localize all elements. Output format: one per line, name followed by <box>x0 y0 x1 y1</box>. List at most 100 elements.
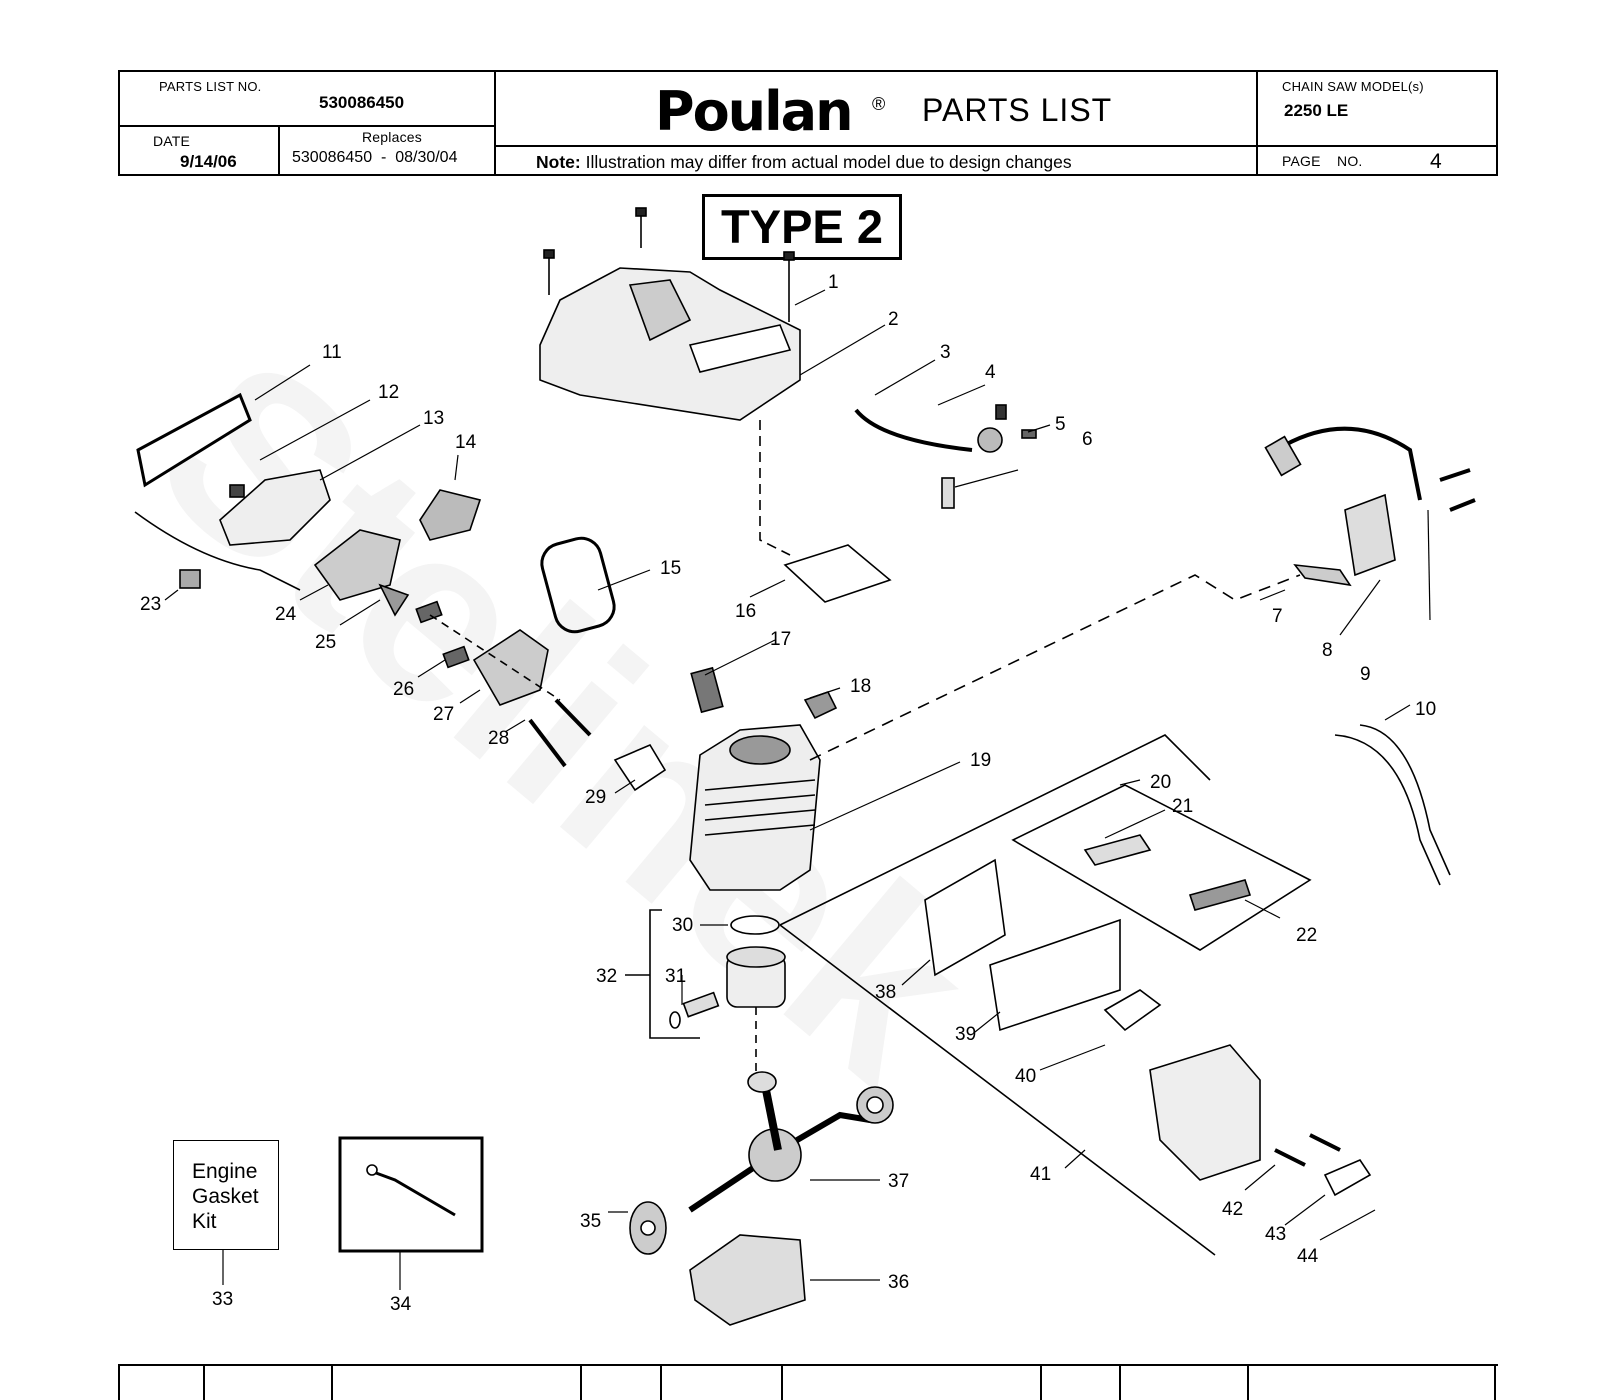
header-table <box>118 70 1498 176</box>
carburetor-icon <box>313 529 401 601</box>
callout-21: 21 <box>1172 796 1193 817</box>
brand-logo: Poulan <box>655 80 854 143</box>
bolt-icon <box>1274 1148 1306 1167</box>
callout-17: 17 <box>770 629 791 650</box>
callout-19: 19 <box>970 750 991 771</box>
intake-adapter-icon <box>472 629 549 706</box>
callout-11: 11 <box>322 342 342 363</box>
page-number: 4 <box>1430 150 1442 173</box>
screw-icon <box>442 645 470 669</box>
cylinder-icon <box>689 724 821 891</box>
ground-plate-icon <box>1293 563 1352 587</box>
callout-9: 9 <box>1360 664 1371 685</box>
leader-lines <box>164 289 1431 1290</box>
callout-43: 43 <box>1265 1224 1286 1245</box>
note-text: Illustration may differ from actual mode… <box>580 152 1072 172</box>
lock-plate-icon <box>1323 1159 1372 1197</box>
callout-14: 14 <box>455 432 477 453</box>
callout-24: 24 <box>275 604 297 625</box>
air-filter-icon <box>136 392 252 488</box>
wire-harness-icon <box>1334 724 1451 886</box>
registered-mark: ® <box>872 94 886 114</box>
gasket-icon <box>1103 989 1162 1032</box>
divider <box>494 72 496 176</box>
divider <box>278 126 280 176</box>
kit-label-line2: Gasket <box>192 1185 259 1208</box>
callout-39: 39 <box>955 1024 976 1045</box>
valve-icon <box>977 404 1007 453</box>
bolt-icon <box>528 718 567 768</box>
kit-label-line1: Engine <box>192 1160 258 1183</box>
replaces-label: Replaces <box>362 129 422 145</box>
callout-37: 37 <box>888 1171 909 1192</box>
screw-icon <box>1021 429 1037 439</box>
callout-8: 8 <box>1322 640 1333 661</box>
piston-icon <box>726 946 786 1008</box>
replaces-value: 530086450 - 08/30/04 <box>292 149 458 166</box>
muffler-icon <box>1149 1044 1261 1181</box>
callout-18: 18 <box>850 676 871 697</box>
cylinder-cover-icon <box>539 267 801 421</box>
parts-list-no-value: 530086450 <box>319 93 405 112</box>
crankcase-icon <box>689 1234 806 1326</box>
gasket-ring-icon <box>540 536 616 634</box>
callout-41: 41 <box>1030 1164 1051 1185</box>
date-value: 9/14/06 <box>180 152 237 171</box>
heat-shield-icon <box>989 918 1121 1032</box>
bolt-icon <box>1449 498 1476 512</box>
screw-icon <box>415 600 443 624</box>
tool-box <box>338 1136 484 1253</box>
callout-15: 15 <box>660 558 681 579</box>
spark-boot-icon <box>1264 435 1302 477</box>
fuel-filter-icon <box>941 477 955 509</box>
bolt-icon <box>1309 1133 1341 1152</box>
muffler-group-outline <box>779 734 1216 1256</box>
callout-26: 26 <box>393 679 414 700</box>
tool-icon <box>367 1168 456 1217</box>
callout-22: 22 <box>1296 925 1317 946</box>
bearing-icon <box>856 1086 894 1124</box>
spark-arrestor-box <box>1011 784 1312 951</box>
note: Note: Illustration may differ from actua… <box>536 152 1072 173</box>
callout-28: 28 <box>488 728 509 749</box>
callout-7: 7 <box>1272 606 1283 627</box>
date-label: DATE <box>153 133 191 149</box>
callout-30: 30 <box>672 915 693 936</box>
callout-23: 23 <box>140 594 161 615</box>
model-value: 2250 LE <box>1284 101 1349 120</box>
engine-gasket-kit-box: Engine Gasket Kit <box>173 1140 279 1250</box>
screen-icon <box>1188 879 1252 911</box>
callout-34: 34 <box>390 1294 412 1315</box>
fuel-line-icon <box>854 408 973 452</box>
callout-31: 31 <box>665 966 686 987</box>
intake-boot-icon <box>419 489 482 541</box>
divider <box>1256 72 1258 176</box>
callout-40: 40 <box>1015 1066 1036 1087</box>
decal-icon <box>783 544 892 603</box>
callout-13: 13 <box>423 408 444 429</box>
callout-35: 35 <box>580 1211 601 1232</box>
kit-label-line3: Kit <box>192 1210 217 1233</box>
piston-pin-icon <box>682 991 720 1018</box>
divider <box>494 145 1498 147</box>
callout-25: 25 <box>315 632 336 653</box>
callout-27: 27 <box>433 704 454 725</box>
callout-2: 2 <box>888 309 899 330</box>
model-label: CHAIN SAW MODEL(s) <box>1282 79 1424 94</box>
callout-44: 44 <box>1297 1246 1319 1267</box>
footer-table <box>118 1364 1498 1400</box>
callout-29: 29 <box>585 787 606 808</box>
throttle-bracket-icon <box>219 469 331 546</box>
callout-32: 32 <box>596 966 617 987</box>
type-label: TYPE 2 <box>702 194 902 260</box>
spark-arrestor-icon <box>1083 834 1152 866</box>
callout-12: 12 <box>378 382 399 403</box>
circlip-icon <box>669 1011 681 1029</box>
callout-38: 38 <box>875 982 896 1003</box>
page-label: PAGE NO. <box>1282 153 1363 169</box>
callout-3: 3 <box>940 342 951 363</box>
callout-16: 16 <box>735 601 756 622</box>
callout-20: 20 <box>1150 772 1171 793</box>
callout-1: 1 <box>828 272 839 293</box>
clip-icon <box>179 569 201 589</box>
